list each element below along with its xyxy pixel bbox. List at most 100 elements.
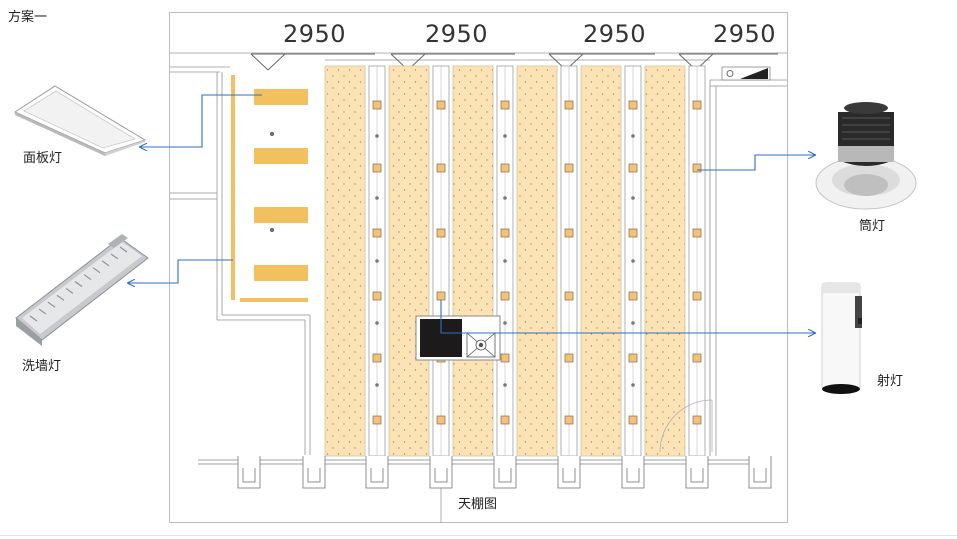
spotlight-dot xyxy=(631,134,635,138)
structural-column xyxy=(429,456,453,489)
spotlight-dot xyxy=(631,383,635,387)
downlight-symbol xyxy=(692,163,702,173)
downlight-symbol xyxy=(500,228,510,238)
panel-lights xyxy=(254,89,308,281)
downlight-symbol xyxy=(564,100,574,110)
downlights xyxy=(372,100,702,425)
dimension-label-2: 2950 xyxy=(425,20,489,48)
bottom-columns xyxy=(237,456,772,489)
downlight-symbol xyxy=(628,228,638,238)
panel-light-illustration xyxy=(13,85,147,156)
wall-washer-slat xyxy=(119,246,128,253)
downlight-symbol xyxy=(372,100,382,110)
downlight-symbol xyxy=(500,353,510,363)
wall-washer-label: 洗墙灯 xyxy=(22,359,62,374)
top-wall xyxy=(170,52,787,73)
ceiling-panel-dots xyxy=(325,66,685,456)
switch-symbol xyxy=(721,66,771,81)
structural-column xyxy=(557,456,581,489)
downlight-symbol xyxy=(564,353,574,363)
downlight-illustration xyxy=(815,102,917,210)
downlight-symbol xyxy=(500,291,510,301)
spotlight-dot xyxy=(503,383,507,387)
leader-lines xyxy=(128,94,815,333)
ceiling-plan-frame xyxy=(169,12,788,523)
structural-column xyxy=(237,456,261,489)
downlight-symbol xyxy=(500,163,510,173)
bottom-wall xyxy=(198,459,760,465)
downlight-symbol xyxy=(628,100,638,110)
spotlight-dot xyxy=(503,196,507,200)
slide-bottom-divider xyxy=(0,535,957,536)
spotlight-dot xyxy=(375,196,379,200)
downlight-symbol xyxy=(372,415,382,425)
downlight-symbol xyxy=(372,163,382,173)
wall-washer-slat xyxy=(110,253,119,260)
downlight-symbol xyxy=(436,415,446,425)
downlight-symbol xyxy=(692,228,702,238)
dimension-label-4: 2950 xyxy=(713,20,777,48)
downlight-symbol xyxy=(372,291,382,301)
wall-washer-illustration xyxy=(15,234,149,346)
downlight-symbol xyxy=(436,100,446,110)
wall-washer-strip-vertical xyxy=(231,75,235,300)
spotlight-dot xyxy=(375,383,379,387)
downlight-symbol xyxy=(564,291,574,301)
downlight-symbol xyxy=(692,100,702,110)
structural-column xyxy=(685,456,709,489)
downlight-symbol xyxy=(692,415,702,425)
spotlight-dot xyxy=(631,321,635,325)
wall-washer-slat xyxy=(101,260,110,267)
downlight-symbol xyxy=(628,415,638,425)
spotlight-dot xyxy=(503,134,507,138)
wall-washer-slat xyxy=(65,287,74,294)
spotlight-dot xyxy=(375,259,379,263)
spotlight-dot xyxy=(375,321,379,325)
spotlight-dot xyxy=(631,196,635,200)
downlight-symbol xyxy=(628,353,638,363)
downlight-symbol xyxy=(564,228,574,238)
spotlight-dot xyxy=(503,259,507,263)
scheme-title: 方案一 xyxy=(8,10,48,25)
downlight-symbol xyxy=(692,291,702,301)
plan-caption: 天棚图 xyxy=(458,497,498,512)
spotlight-dot xyxy=(375,134,379,138)
downlight-label: 筒灯 xyxy=(859,219,886,234)
panel-zone-dots xyxy=(270,132,274,232)
center-spotlight-symbol xyxy=(466,332,496,358)
dimension-label-3: 2950 xyxy=(583,20,647,48)
downlight-symbol xyxy=(628,291,638,301)
downlight-symbol xyxy=(628,163,638,173)
structural-column xyxy=(302,456,326,489)
wall-washer-slat xyxy=(74,281,83,287)
dimension-label-1: 2950 xyxy=(283,20,347,48)
downlight-symbol xyxy=(692,353,702,363)
downlight-symbol xyxy=(372,228,382,238)
downlight-symbol xyxy=(500,100,510,110)
structural-column xyxy=(493,456,517,489)
spotlight-dot xyxy=(503,321,507,325)
downlight-symbol xyxy=(500,415,510,425)
right-wall xyxy=(709,79,787,456)
spotlight-label: 射灯 xyxy=(877,374,904,389)
wall-washer-slat xyxy=(29,315,38,322)
door-arc xyxy=(659,399,713,453)
wall-washer-strip-horizontal xyxy=(240,298,308,302)
structural-column xyxy=(748,456,772,489)
spotlight-dots xyxy=(375,134,635,387)
downlight-symbol xyxy=(436,228,446,238)
structural-column xyxy=(621,456,645,489)
wall-washer-slat xyxy=(47,301,56,308)
left-zone-walls xyxy=(170,72,311,455)
wall-washer-slat xyxy=(38,308,47,315)
downlight-symbol xyxy=(436,291,446,301)
downlight-symbol xyxy=(564,415,574,425)
panel-light-label: 面板灯 xyxy=(23,151,63,166)
downlight-symbol xyxy=(436,163,446,173)
wall-washer-slat xyxy=(56,294,65,301)
spotlight-dot xyxy=(631,259,635,263)
structural-column xyxy=(365,456,389,489)
spotlight-illustration xyxy=(821,282,862,394)
downlight-symbol xyxy=(564,163,574,173)
